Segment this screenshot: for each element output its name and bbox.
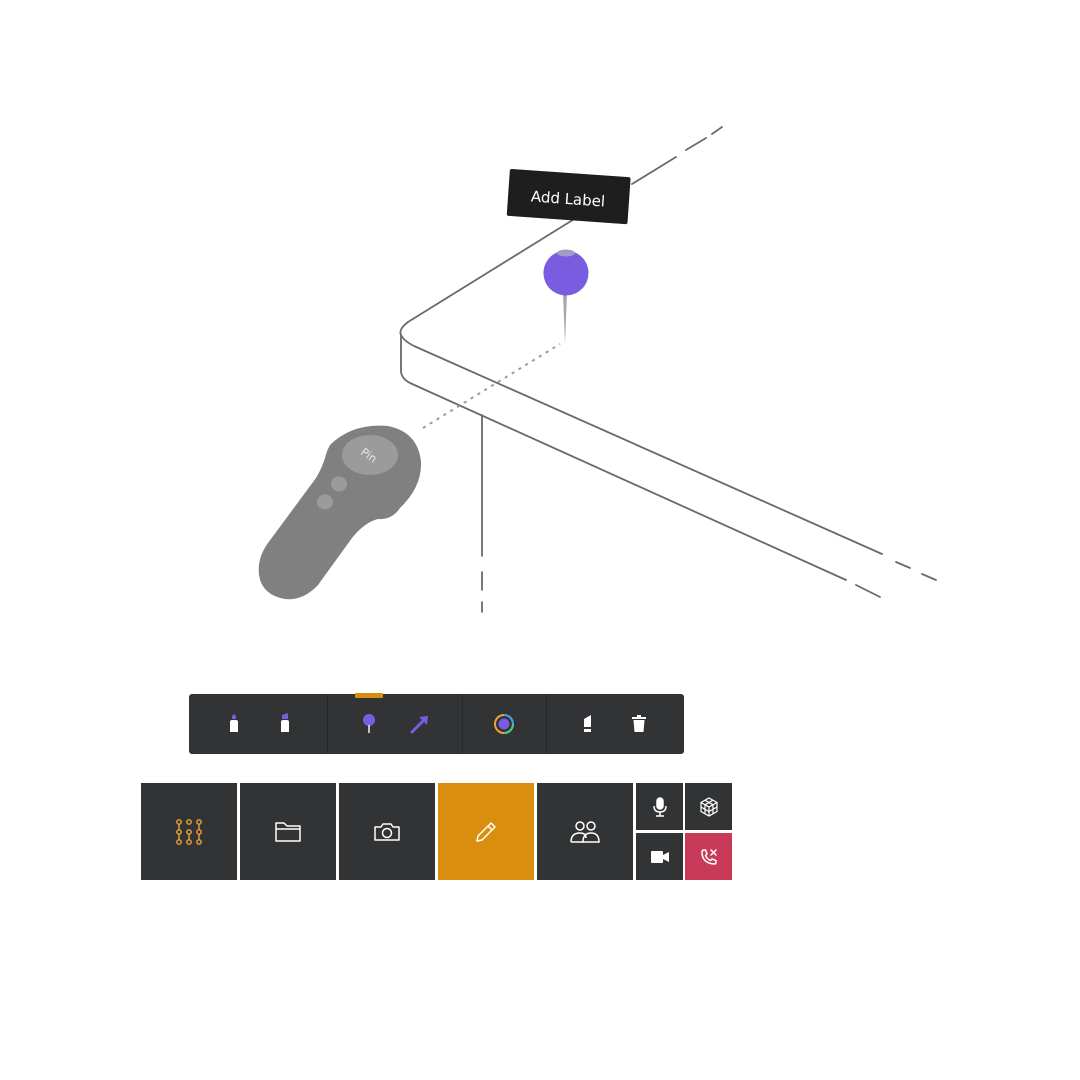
table-top-front-edge-dashed [895,561,937,581]
eraser-icon [584,715,591,732]
table-bottom-front-edge [400,334,847,581]
color-picker-button[interactable] [482,702,526,746]
pointer-ray [422,343,561,429]
folder-icon [275,821,301,842]
pin-needle [563,294,567,344]
marker-icon [230,714,238,732]
apps-button[interactable] [141,783,237,880]
end-call-button[interactable] [685,833,732,880]
microphone-button[interactable] [636,783,683,830]
controller-button-1 [331,476,347,492]
arrow-tool-button[interactable] [398,702,442,746]
people-button[interactable] [537,783,633,880]
annotation-toolbar [189,694,684,754]
color-picker-icon [494,714,514,734]
end-call-icon [700,848,717,865]
pin-head [543,250,589,296]
toolbar-divider [546,694,547,754]
add-label-tag[interactable]: Add Label [506,169,631,225]
people-icon [570,820,600,843]
vr-controller: Pin [258,425,422,600]
camera-button[interactable] [339,783,435,880]
table-bottom-front-edge-dashed [855,584,881,598]
pin-marker[interactable] [543,249,589,345]
arrow-icon [410,716,428,734]
mesh-button[interactable] [685,783,732,830]
highlighter-icon [281,713,289,732]
video-button[interactable] [636,833,683,880]
controller-trackpad [342,435,398,475]
add-label-text: Add Label [530,187,605,210]
highlighter-tool-button[interactable] [263,702,307,746]
toolbar-divider [462,694,463,754]
eraser-tool-button[interactable] [566,702,610,746]
camera-icon [374,822,400,841]
controller-button-2 [317,494,333,510]
pencil-button[interactable] [438,783,534,880]
trash-icon [632,715,646,732]
pencil-icon [476,821,496,842]
active-tool-indicator [355,693,383,698]
table-top-front-edge [399,321,883,555]
pin-icon [363,714,375,733]
table-far-edge-dashed [631,126,723,185]
toolbar-divider [327,694,328,754]
table-outline [399,126,937,613]
pin-tool-button[interactable] [347,702,391,746]
delete-tool-button[interactable] [617,702,661,746]
microphone-icon [652,796,667,817]
files-button[interactable] [240,783,336,880]
cube-mesh-icon [699,796,718,817]
apps-icon [176,818,202,845]
marker-tool-button[interactable] [212,702,256,746]
add-label-background [506,169,631,225]
main-menu [141,783,733,880]
video-camera-icon [650,850,669,863]
pin-highlight [557,249,575,257]
